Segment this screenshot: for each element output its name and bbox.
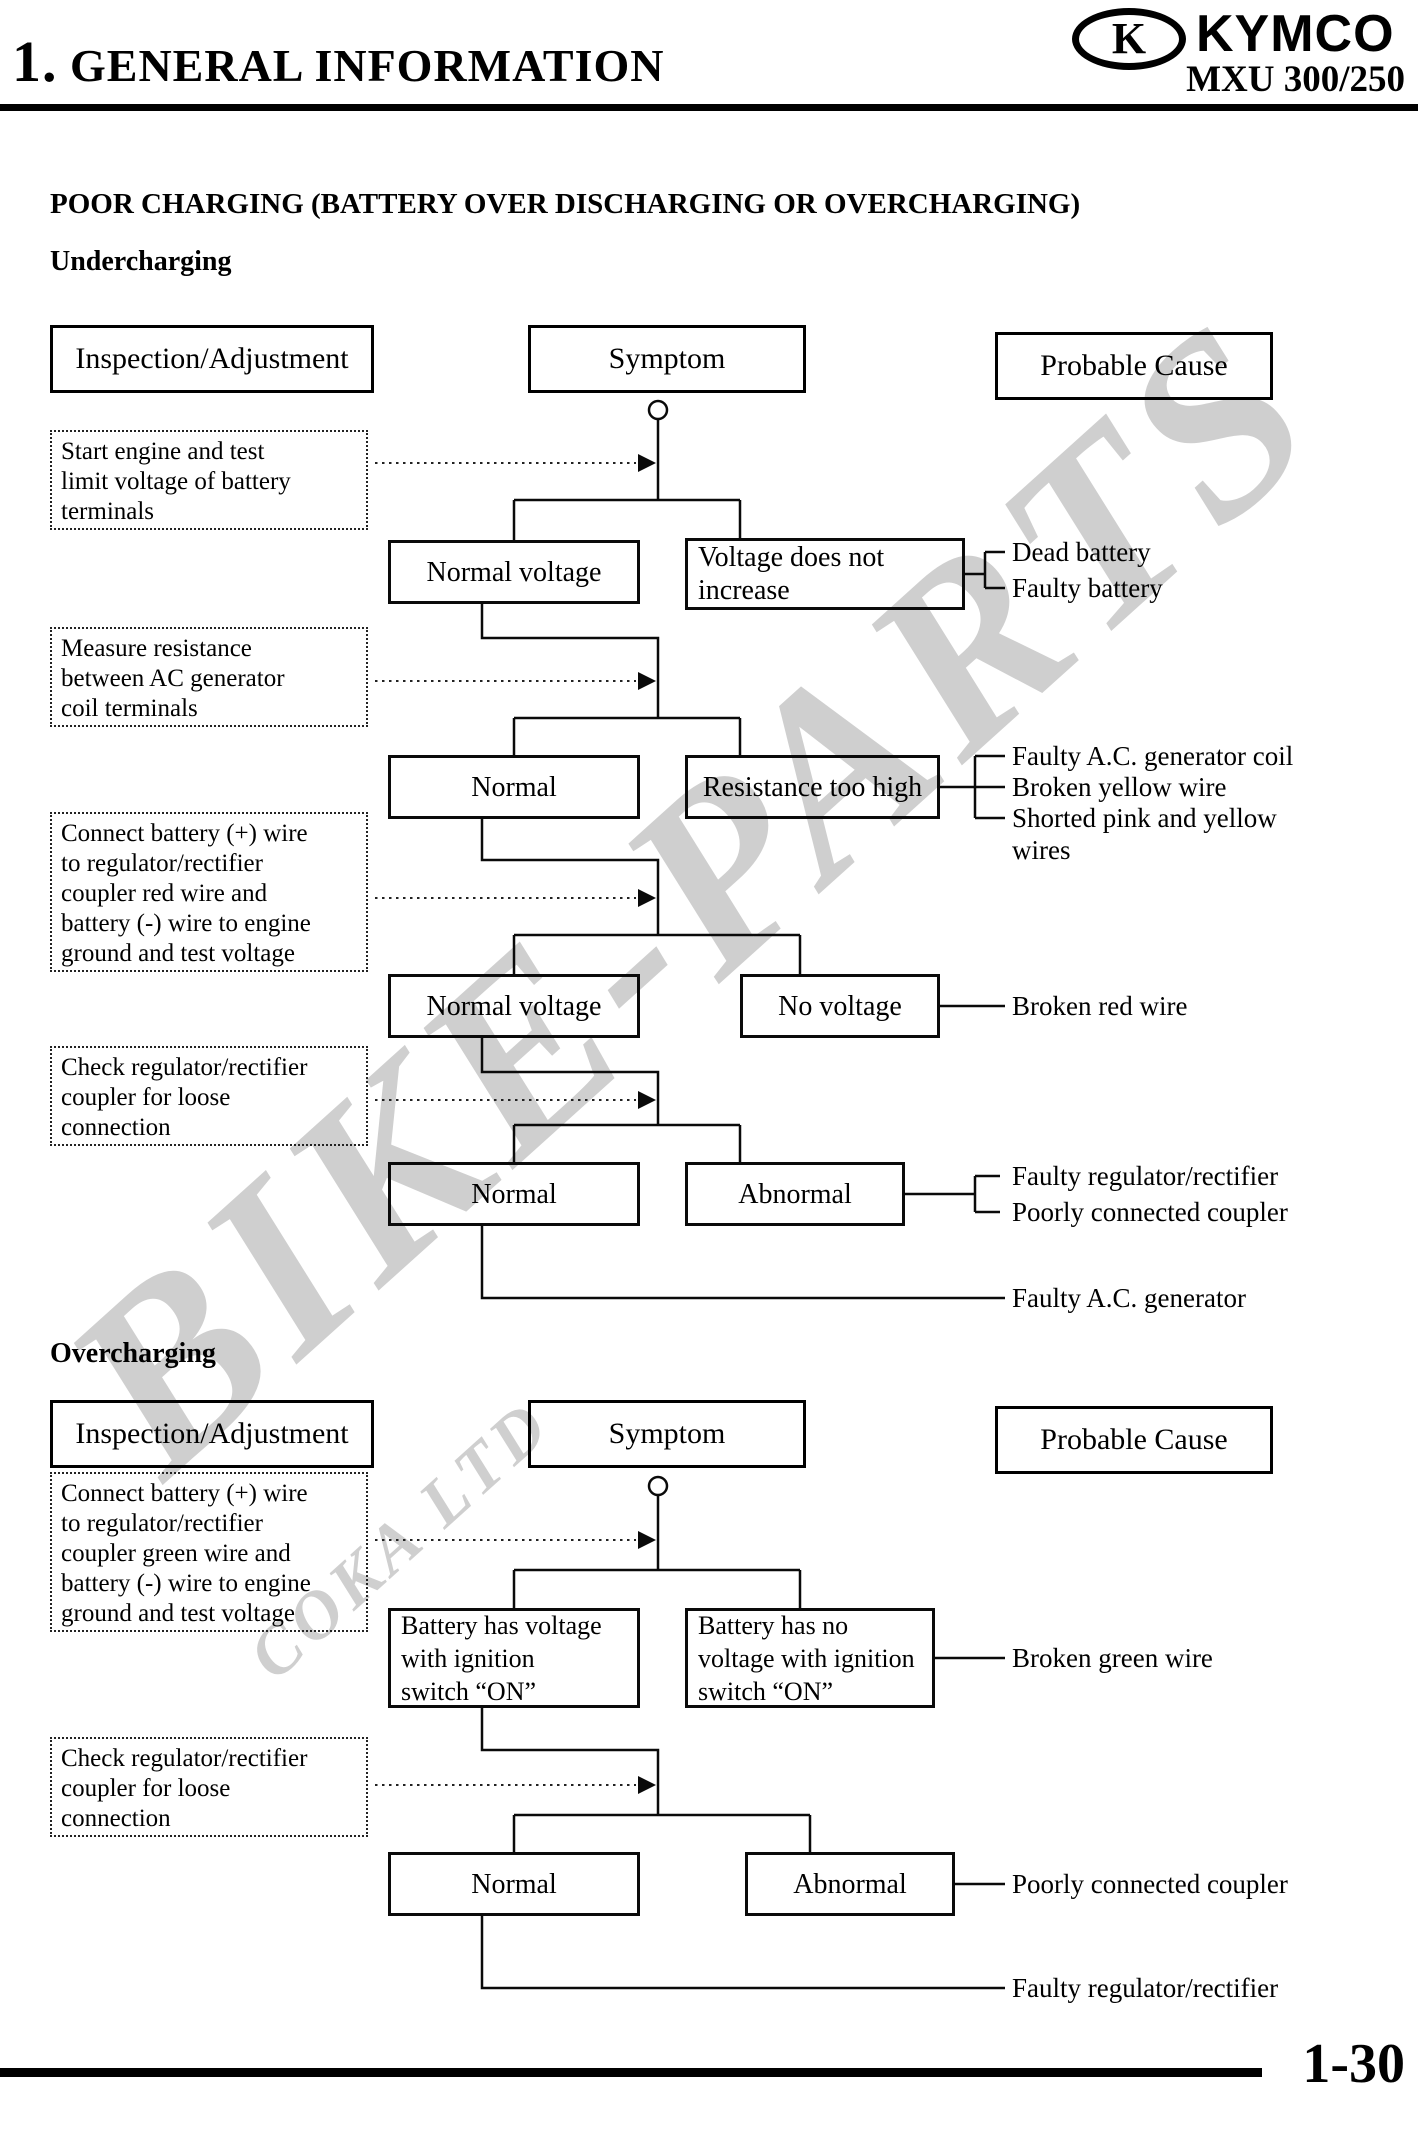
flow-start-node-undercharging [647,399,669,421]
cause-faulty-battery: Faulty battery [1012,573,1163,603]
brand-name: KYMCO [1196,5,1395,63]
inspection-box-check-coupler: Check regulator/rectifier coupler for lo… [50,1046,368,1146]
chapter-name: GENERAL INFORMATION [70,40,665,91]
column-header-probable-cause: Probable Cause [995,332,1273,400]
flow-box-battery-has-no-voltage: Battery has no voltage with ignition swi… [685,1608,935,1708]
flow-box-normal-2: Normal [388,1162,640,1226]
inspection-box-measure-resistance: Measure resistance between AC generator … [50,627,368,727]
column-header-probable-cause-2: Probable Cause [995,1406,1273,1474]
flow-box-resistance-too-high: Resistance too high [685,755,940,819]
flow-lines [480,399,1005,1990]
header-rule [0,104,1418,111]
section-heading-overcharging: Overcharging [50,1338,216,1369]
cause-broken-red-wire: Broken red wire [1012,991,1188,1021]
flow-box-normal-voltage-1: Normal voltage [388,540,640,604]
flow-box-voltage-does-not-increase: Voltage does not increase [685,538,965,610]
kymco-logo-icon: K [1072,8,1186,70]
cause-faulty-regulator-rectifier-1: Faulty regulator/rectifier [1012,1161,1279,1191]
cause-faulty-regulator-rectifier-2: Faulty regulator/rectifier [1012,1973,1279,2003]
flow-box-normal-1: Normal [388,755,640,819]
kymco-logo-letter: K [1111,14,1147,63]
flow-box-normal-3: Normal [388,1852,640,1916]
flow-start-node-overcharging [647,1475,669,1497]
chapter-title: 1. GENERAL INFORMATION [12,28,664,95]
inspection-box-connect-battery-green-wire: Connect battery (+) wire to regulator/re… [50,1472,368,1632]
section-heading-undercharging: Undercharging [50,246,232,277]
inspection-box-check-coupler-2: Check regulator/rectifier coupler for lo… [50,1737,368,1837]
flow-box-normal-voltage-2: Normal voltage [388,974,640,1038]
cause-faulty-ac-generator-coil: Faulty A.C. generator coil [1012,741,1294,771]
page-number: 1-30 [1302,2033,1405,2095]
cause-shorted-pink-yellow-wires: Shorted pink and yellow wires [1012,803,1277,865]
cause-poorly-connected-coupler-2: Poorly connected coupler [1012,1869,1288,1899]
inspection-box-test-battery-voltage: Start engine and test limit voltage of b… [50,430,368,530]
column-header-symptom: Symptom [528,325,806,393]
page-title: POOR CHARGING (BATTERY OVER DISCHARGING … [50,188,1081,220]
chapter-number: 1. [12,29,58,94]
cause-broken-yellow-wire: Broken yellow wire [1012,772,1227,802]
footer-rule [0,2068,1262,2077]
inspection-box-connect-battery-red-wire: Connect battery (+) wire to regulator/re… [50,812,368,972]
cause-poorly-connected-coupler-1: Poorly connected coupler [1012,1197,1288,1227]
column-header-symptom-2: Symptom [528,1400,806,1468]
flow-box-no-voltage: No voltage [740,974,940,1038]
cause-broken-green-wire: Broken green wire [1012,1643,1213,1673]
flow-box-abnormal-2: Abnormal [745,1852,955,1916]
cause-dead-battery: Dead battery [1012,537,1151,567]
cause-faulty-ac-generator: Faulty A.C. generator [1012,1283,1246,1313]
model-name: MXU 300/250 [1186,59,1405,100]
column-header-inspection-2: Inspection/Adjustment [50,1400,374,1468]
column-header-inspection: Inspection/Adjustment [50,325,374,393]
flow-box-abnormal-1: Abnormal [685,1162,905,1226]
flow-box-battery-has-voltage: Battery has voltage with ignition switch… [388,1608,640,1708]
